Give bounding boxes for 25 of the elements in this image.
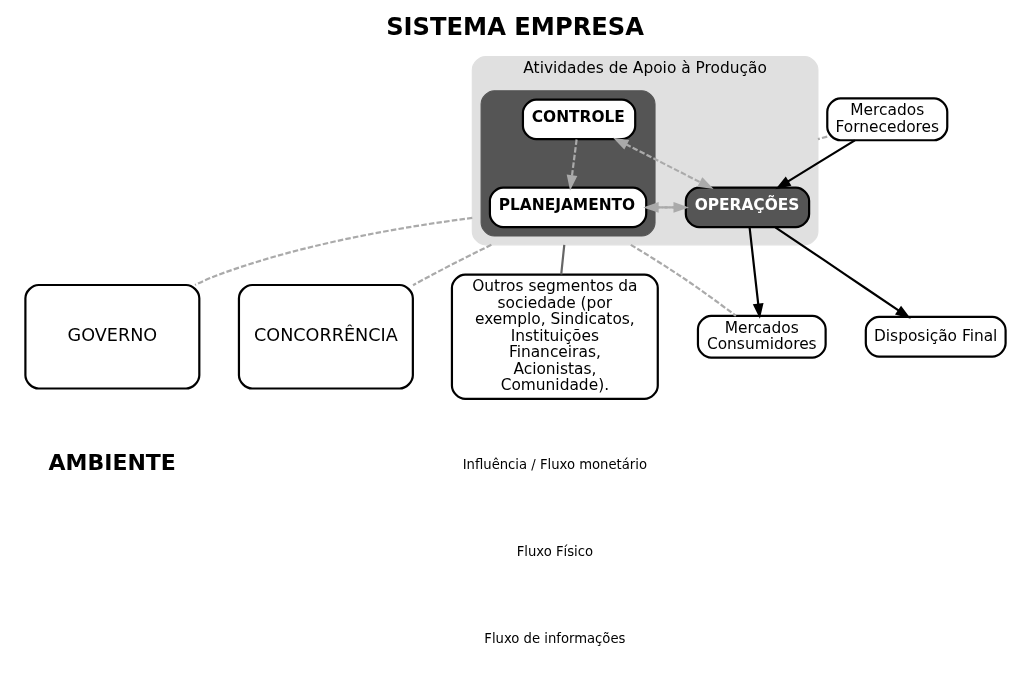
connector	[559, 244, 565, 275]
node-box: Mercados Fornecedores	[825, 97, 948, 142]
arrow	[612, 137, 714, 190]
node-box: Outros segmentos da sociedade (por exemplo, Sindicatos, Instituições Financeiras, Acionistas, Comunidade).	[450, 273, 659, 401]
legend-label: Influência / Fluxo monetário	[462, 457, 647, 473]
arrow	[774, 226, 911, 319]
connector	[194, 216, 472, 286]
node-box: Mercados Consumidores	[696, 314, 827, 359]
connector	[412, 243, 492, 287]
diagram-title: SISTEMA EMPRESA	[385, 13, 644, 42]
node-box: CONCORRÊNCIA	[237, 283, 414, 390]
legend-label: Fluxo Físico	[516, 544, 593, 560]
node-box: CONTROLE	[521, 98, 636, 141]
legend-label: Fluxo de informações	[483, 631, 625, 647]
label: AMBIENTE	[48, 450, 176, 476]
node-box: PLANEJAMENTO	[488, 186, 647, 229]
connector	[629, 243, 736, 317]
node-box: Disposição Final	[864, 315, 1007, 358]
arrow	[566, 139, 578, 191]
arrow	[774, 139, 855, 190]
connector	[817, 135, 827, 141]
arrow	[748, 227, 764, 319]
node-box: OPERAÇÕES	[684, 186, 810, 229]
cluster	[480, 90, 656, 237]
node-box: GOVERNO	[23, 283, 200, 390]
